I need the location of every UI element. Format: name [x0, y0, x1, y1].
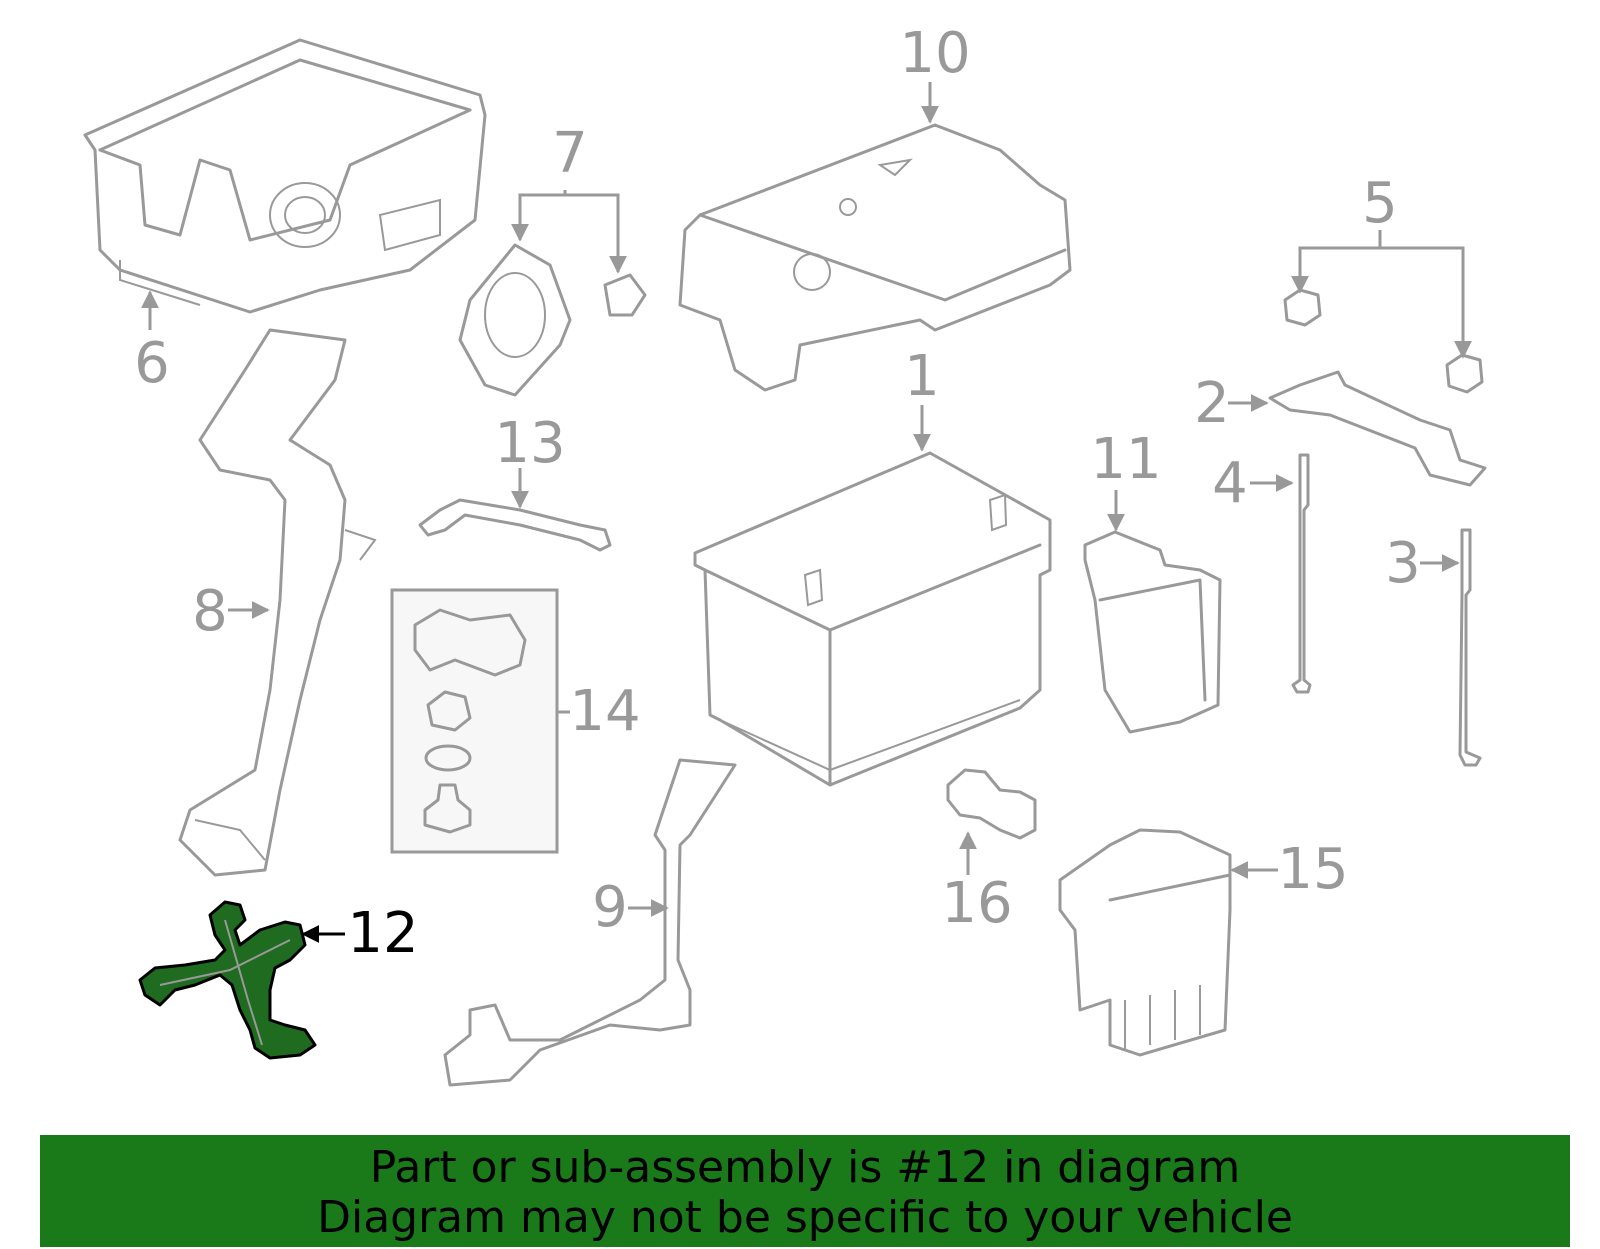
part-9-cable [443, 758, 737, 1087]
callout-10: 10 [899, 21, 970, 86]
part-16-sensor [946, 768, 1037, 840]
callout-1: 1 [904, 344, 940, 409]
callout-9: 9 [592, 875, 628, 940]
callout-13: 13 [494, 411, 565, 476]
callout-15: 15 [1277, 837, 1348, 902]
leader-lines [141, 82, 1472, 943]
banner-line-1: Part or sub-assembly is #12 in diagram [369, 1142, 1241, 1193]
banner-line-2: Diagram may not be specific to your vehi… [317, 1192, 1293, 1243]
part-14-hardware-kit [390, 588, 559, 854]
part-4-bolt [1291, 453, 1312, 694]
callout-6: 6 [134, 331, 170, 396]
callout-12: 12 [347, 901, 418, 966]
part-6-battery-tray [83, 38, 487, 314]
part-2-hold-down-bracket [1268, 370, 1487, 487]
callout-3: 3 [1385, 531, 1421, 596]
callout-7: 7 [552, 121, 588, 186]
callout-4: 4 [1212, 451, 1248, 516]
info-banner: Part or sub-assembly is #12 in diagram D… [40, 1135, 1570, 1247]
part-12-wiring-harness [138, 900, 317, 1060]
part-5-nuts [1283, 288, 1484, 394]
part-15-fuse-block [1058, 828, 1232, 1057]
part-13-cable [418, 498, 612, 552]
part-8-air-duct [178, 328, 377, 877]
callout-16: 16 [941, 871, 1012, 936]
callout-14: 14 [569, 679, 640, 744]
part-3-bolt [1458, 528, 1482, 767]
part-10-battery-cover [678, 123, 1072, 392]
part-7-grommet [458, 243, 647, 397]
callout-11: 11 [1090, 427, 1161, 492]
part-1-battery [693, 451, 1052, 787]
callout-2: 2 [1194, 371, 1230, 436]
part-11-terminal-cover [1083, 530, 1222, 734]
callout-8: 8 [192, 579, 228, 644]
callout-5: 5 [1362, 171, 1398, 236]
